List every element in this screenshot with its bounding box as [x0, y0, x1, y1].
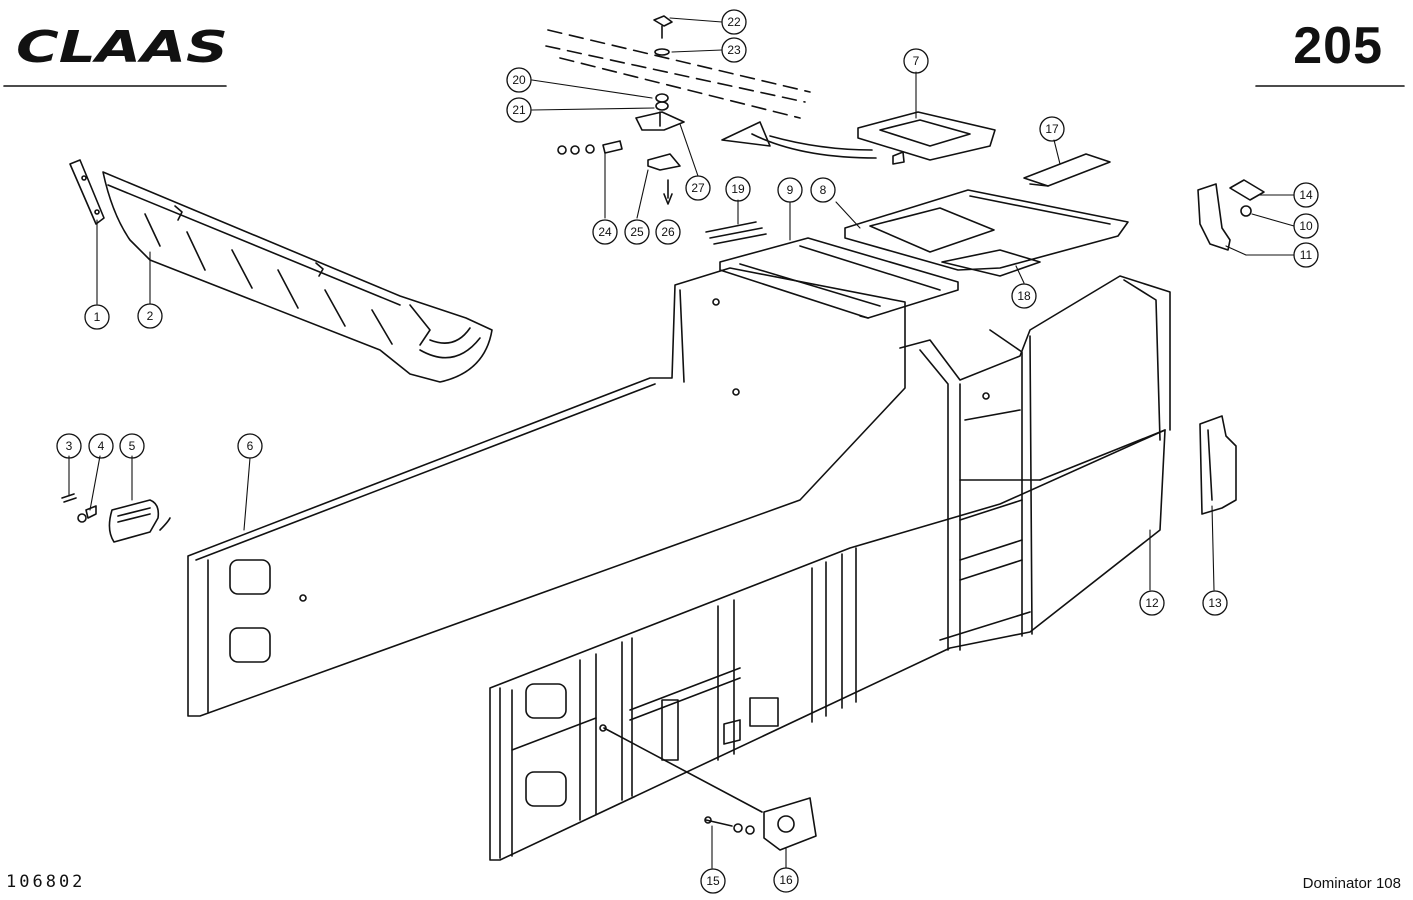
document-code: 106802	[6, 872, 86, 892]
callout-label-7: 7	[913, 54, 920, 68]
callout-label-21: 21	[512, 103, 526, 117]
callout-label-14: 14	[1299, 188, 1313, 202]
callout-label-22: 22	[727, 15, 741, 29]
leader-lines	[68, 17, 1295, 869]
part-5-light	[108, 499, 171, 543]
callout-label-11: 11	[1300, 248, 1313, 262]
callout-2	[137, 303, 163, 329]
claas-logo-mark: CLAAS	[16, 22, 228, 73]
callout-10	[1293, 213, 1319, 239]
callout-9	[777, 177, 803, 203]
top-hardware-group	[545, 15, 811, 245]
callout-label-27: 27	[691, 181, 705, 195]
callout-3	[56, 433, 82, 459]
callout-6	[237, 433, 263, 459]
callout-label-8: 8	[820, 183, 827, 197]
callout-label-25: 25	[630, 225, 644, 239]
part-8-upper-plate	[844, 189, 1129, 271]
part-2-shield	[102, 171, 493, 383]
callout-17	[1039, 116, 1065, 142]
part-14-clip	[1229, 179, 1265, 201]
part-17-bracket	[1023, 153, 1111, 187]
part-10-nut	[1240, 205, 1252, 217]
callout-label-2: 2	[147, 309, 154, 323]
callout-5	[119, 433, 145, 459]
callout-13	[1202, 590, 1228, 616]
callout-4	[88, 433, 114, 459]
callout-label-3: 3	[66, 439, 73, 453]
page-number: 205	[1293, 17, 1383, 75]
callout-label-13: 13	[1208, 596, 1222, 610]
callout-18	[1011, 283, 1037, 309]
callout-27	[685, 175, 711, 201]
callout-14	[1293, 182, 1319, 208]
callout-label-20: 20	[512, 73, 526, 87]
callout-label-4: 4	[98, 439, 105, 453]
part-6-side-panel	[187, 267, 906, 717]
callout-7	[903, 48, 929, 74]
callout-22	[721, 9, 747, 35]
brand-wordmark: CLAAS	[16, 22, 228, 68]
part-15-bolt	[704, 816, 755, 835]
callout-26	[655, 219, 681, 245]
callout-16	[773, 867, 799, 893]
part-16-flange	[603, 727, 817, 851]
callout-label-10: 10	[1299, 219, 1313, 233]
part-9-roof-plate	[719, 237, 959, 319]
callout-label-1: 1	[94, 310, 101, 324]
callout-21	[506, 97, 532, 123]
callout-11	[1293, 242, 1319, 268]
callout-24	[592, 219, 618, 245]
callout-label-9: 9	[787, 183, 794, 197]
callout-circles	[56, 9, 1319, 894]
callout-8	[810, 177, 836, 203]
callout-label-6: 6	[247, 439, 254, 453]
claas-logo: CLAAS	[14, 22, 232, 73]
callout-label-12: 12	[1145, 596, 1159, 610]
callout-19	[725, 176, 751, 202]
callout-label-17: 17	[1045, 122, 1059, 136]
part-12-main-frame	[489, 275, 1171, 861]
callout-label-26: 26	[661, 225, 675, 239]
machine-model: Dominator 108	[1302, 875, 1401, 892]
callout-label-19: 19	[731, 182, 745, 196]
callout-20	[506, 67, 532, 93]
callout-12	[1139, 590, 1165, 616]
callout-1	[84, 304, 110, 330]
part-18-plate	[941, 249, 1041, 277]
callout-25	[624, 219, 650, 245]
part-13-bracket	[1199, 415, 1237, 515]
callout-label-18: 18	[1017, 289, 1031, 303]
part-1-strap	[69, 159, 105, 225]
part-3-bolt	[61, 493, 77, 503]
callout-label-16: 16	[779, 873, 793, 887]
part-4-screw	[77, 505, 97, 523]
part-11-shield	[1197, 183, 1231, 251]
callout-label-24: 24	[598, 225, 612, 239]
part-7-cover-plate	[721, 111, 996, 165]
callout-label-23: 23	[727, 43, 741, 57]
callout-23	[721, 37, 747, 63]
callout-15	[700, 868, 726, 894]
callout-label-5: 5	[129, 439, 136, 453]
callout-label-15: 15	[706, 874, 720, 888]
